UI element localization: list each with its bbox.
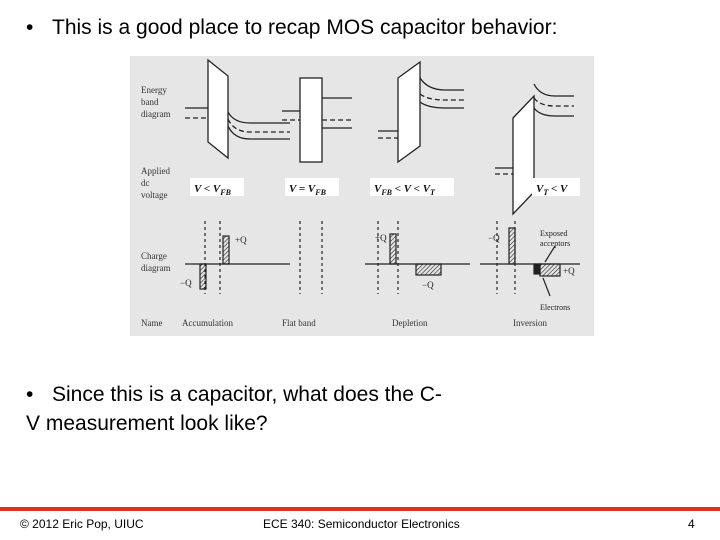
band-accumulation xyxy=(185,58,290,160)
state-names: Accumulation Flat band Depletion Inversi… xyxy=(182,318,547,328)
charge-inv-neg: −Q xyxy=(488,233,500,243)
footer-copyright: © 2012 Eric Pop, UIUC xyxy=(20,517,144,531)
charge-dep-pos: +Q xyxy=(375,233,387,243)
bullet-marker: • xyxy=(26,16,34,39)
label-energy-2: band xyxy=(141,97,159,107)
charge-acc-neg: −Q xyxy=(180,278,192,288)
band-flat xyxy=(282,77,352,163)
voltage-box-depletion xyxy=(370,178,454,196)
voltage-depletion: VFB < V < VT xyxy=(374,183,436,197)
name-inversion: Inversion xyxy=(513,318,547,328)
label-exposed: Exposed xyxy=(540,229,568,238)
label-charge-2: diagram xyxy=(141,263,171,273)
label-applied-1: Applied xyxy=(141,166,170,176)
voltage-box-flatband xyxy=(285,178,339,196)
band-inversion xyxy=(495,83,574,216)
energy-band-diagrams xyxy=(185,58,574,216)
label-energy-3: diagram xyxy=(141,109,171,119)
label-applied-2: dc xyxy=(141,178,150,188)
charge-labels: +Q −Q +Q −Q −Q +Q Exposed acceptors Elec… xyxy=(180,229,575,312)
voltage-labels: V < VFB V = VFB VFB < V < VT VT < V xyxy=(190,178,580,197)
charge-accumulation xyxy=(185,221,290,294)
voltage-box-inversion xyxy=(532,178,580,196)
row-labels: Energy band diagram Applied dc voltage C… xyxy=(141,85,171,328)
voltage-box-accumulation xyxy=(190,178,244,196)
voltage-inversion: VT < V xyxy=(536,183,569,197)
name-depletion: Depletion xyxy=(392,318,428,328)
charge-acc-pos: +Q xyxy=(235,235,247,245)
charge-flatband xyxy=(299,221,323,294)
label-name: Name xyxy=(141,318,163,328)
charge-dep-neg: −Q xyxy=(422,280,434,290)
bullet-recap: • This is a good place to recap MOS capac… xyxy=(26,13,557,42)
band-depletion xyxy=(378,60,464,164)
label-acceptors: acceptors xyxy=(540,239,570,248)
label-applied-3: voltage xyxy=(141,190,168,200)
bullet-marker: • xyxy=(26,383,34,406)
label-charge-1: Charge xyxy=(141,251,167,261)
footer-page-number: 4 xyxy=(688,517,695,531)
charge-diagrams xyxy=(185,221,580,297)
mos-capacitor-figure: Energy band diagram Applied dc voltage C… xyxy=(130,56,594,336)
charge-inv-pos: +Q xyxy=(563,266,575,276)
bullet-cv-question: •Since this is a capacitor, what does th… xyxy=(26,380,446,438)
footer-divider xyxy=(0,507,720,511)
label-energy-1: Energy xyxy=(141,85,167,95)
footer-course: ECE 340: Semiconductor Electronics xyxy=(263,517,460,531)
name-accumulation: Accumulation xyxy=(182,318,233,328)
charge-inversion xyxy=(480,221,580,297)
bullet-recap-text: This is a good place to recap MOS capaci… xyxy=(52,16,558,39)
voltage-flatband: V = VFB xyxy=(289,183,327,197)
voltage-accumulation: V < VFB xyxy=(194,183,232,197)
name-flatband: Flat band xyxy=(282,318,316,328)
charge-depletion xyxy=(365,221,470,294)
bullet-cv-question-text: Since this is a capacitor, what does the… xyxy=(26,383,442,435)
label-electrons: Electrons xyxy=(540,303,570,312)
